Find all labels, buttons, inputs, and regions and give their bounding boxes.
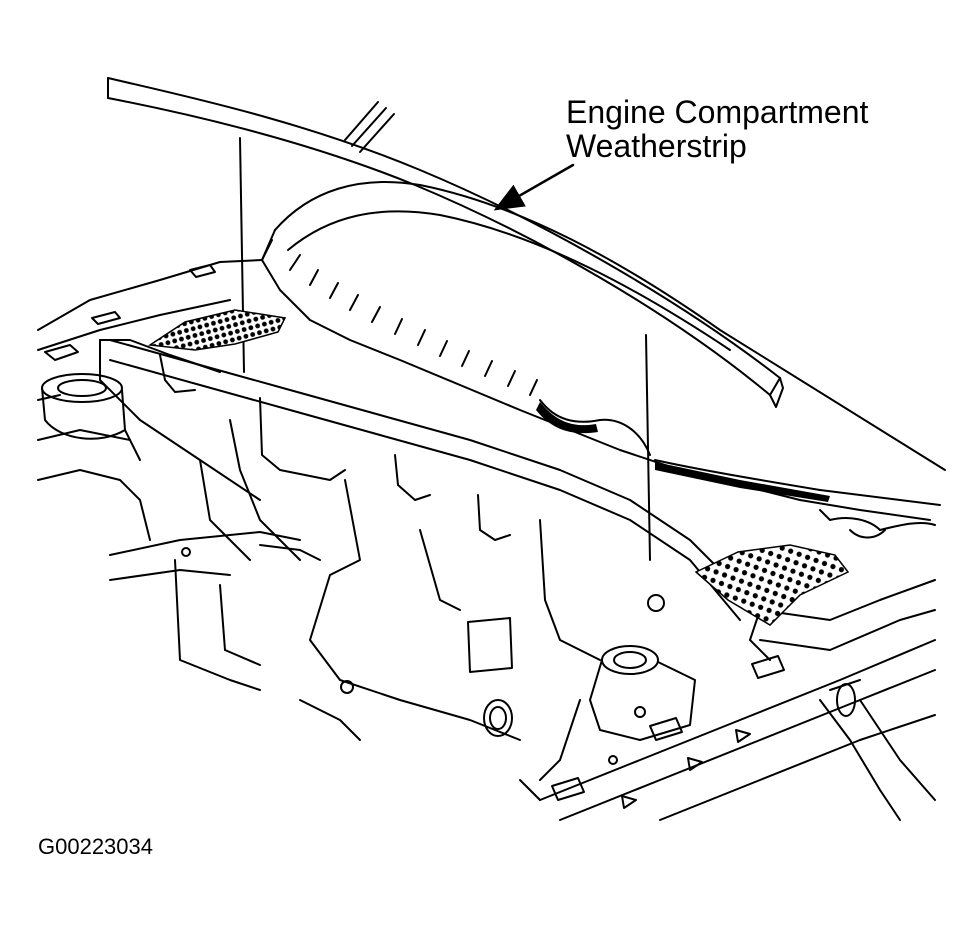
weatherstrip-callout-label: Engine Compartment Weatherstrip [566,95,868,163]
cowl-panel [261,181,946,521]
weatherstrip [107,77,784,408]
left-body-panel [37,259,263,541]
right-cowl-end [749,509,936,661]
cowl-notch [536,402,598,434]
right-frame-rail [519,639,936,821]
cowl-seam-screen [655,462,830,502]
left-cowl-screen [147,309,287,351]
left-lower-structure [109,531,361,741]
bulkhead-panel [109,339,761,765]
right-strut-tower [539,645,696,781]
callout-line-1: Engine Compartment [566,94,869,130]
callout-leader-arrow [493,163,575,211]
right-cowl-screen [694,544,850,626]
callout-line-2: Weatherstrip [566,128,747,164]
figure-id: G00223034 [38,834,153,859]
hood-reference-lines [239,101,651,561]
